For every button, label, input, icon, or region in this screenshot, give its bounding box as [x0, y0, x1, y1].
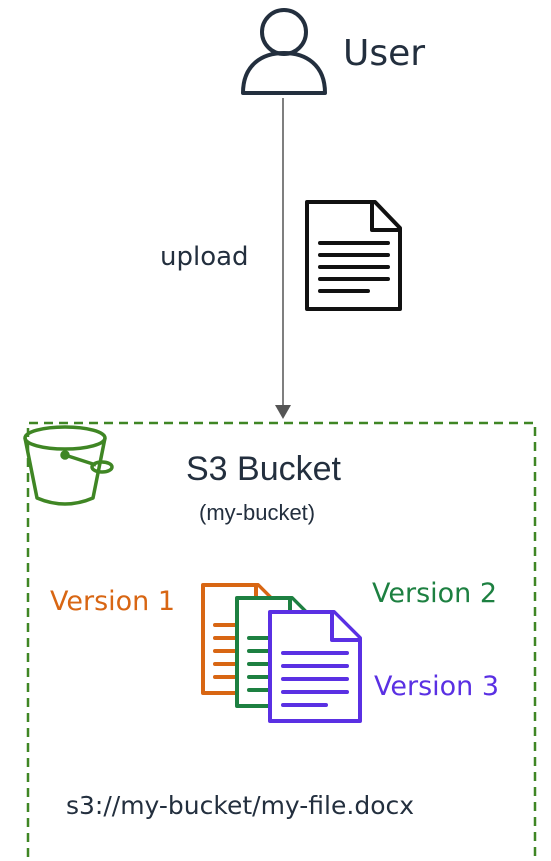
version-3-label: Version 3 [374, 671, 500, 702]
bucket-name: (my-bucket) [199, 500, 316, 525]
s3-bucket-icon [23, 425, 114, 506]
user-label: User [343, 33, 426, 74]
object-path: s3://my-bucket/my-file.docx [66, 791, 415, 820]
version-1-label: Version 1 [50, 586, 176, 617]
upload-arrow [275, 98, 291, 419]
upload-label: upload [160, 242, 249, 272]
document-icon [305, 200, 402, 311]
user-icon [241, 8, 327, 95]
version-2-label: Version 2 [372, 578, 498, 609]
bucket-title: S3 Bucket [186, 450, 341, 488]
bucket-boundary [26, 421, 537, 857]
version-3-document-icon [268, 610, 362, 723]
